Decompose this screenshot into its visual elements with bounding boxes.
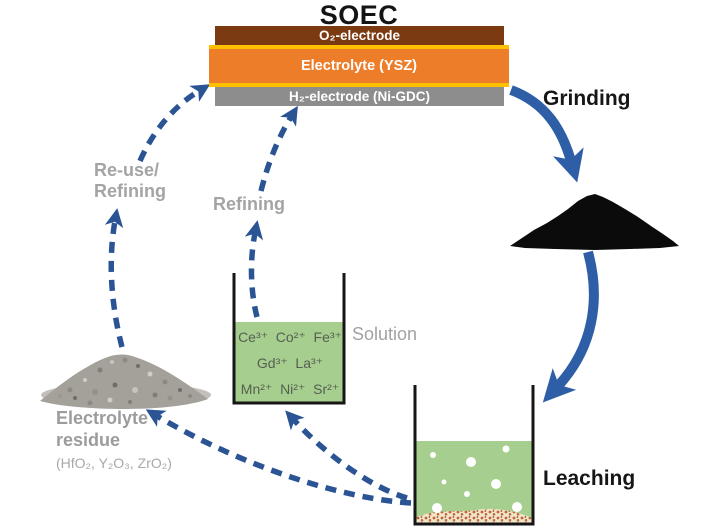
grinding-label: Grinding [543,87,631,110]
solution-beaker [232,273,346,405]
residue-to-reuse-arrow [104,208,125,348]
electrolyte-residue-label: Electrolyte residue (HfO₂, Y₂O₃, ZrO₂) [56,407,172,474]
refining-to-electrode-arrow [258,105,298,192]
solution-label: Solution [352,324,418,344]
leaching-label: Leaching [543,467,636,490]
reuse-label-line1: Re-use/ [94,160,160,180]
leaching-beaker [413,385,535,526]
reuse-refining-label: Re-use/ Refining [94,160,166,202]
residue-pile-icon [40,354,211,409]
diagram-title: SOEC [319,0,399,30]
ion-row: Mn²⁺ Ni²⁺ Sr²⁺ [240,381,340,397]
ion-row: Gd³⁺ La³⁺ [256,355,324,371]
solution-ions: Ce³⁺ Co²⁺ Fe³⁺ Gd³⁺ La³⁺ Mn²⁺ Ni²⁺ Sr²⁺ [236,329,344,407]
leachate-to-solution-arrow [285,410,408,501]
ground-powder-pile-icon [510,194,679,250]
ion-row: Ce³⁺ Co²⁺ Fe³⁺ [238,329,342,345]
electrolyte-layer: Electrolyte (YSZ) [209,45,509,87]
h2-electrode-layer: H₂-electrode (Ni-GDC) [215,87,504,106]
leaching-sediment [416,508,532,524]
o2-electrode-layer: O₂-electrode [215,26,504,45]
refining-label: Refining [213,194,285,214]
solution-to-refining-arrow [244,220,264,318]
residue-label-line1: Electrolyte [56,408,149,428]
leachate-to-residue-arrow [145,409,412,506]
reuse-to-stack-arrow [137,84,211,163]
residue-formula: (HfO₂, Y₂O₃, ZrO₂) [56,455,172,471]
grinding-arrow [509,85,584,183]
bubbles [430,445,522,513]
leaching-arrow [542,250,599,403]
residue-label-line2: residue [56,430,121,450]
reuse-label-line2: Refining [94,181,166,201]
solution-liquid [235,322,343,402]
